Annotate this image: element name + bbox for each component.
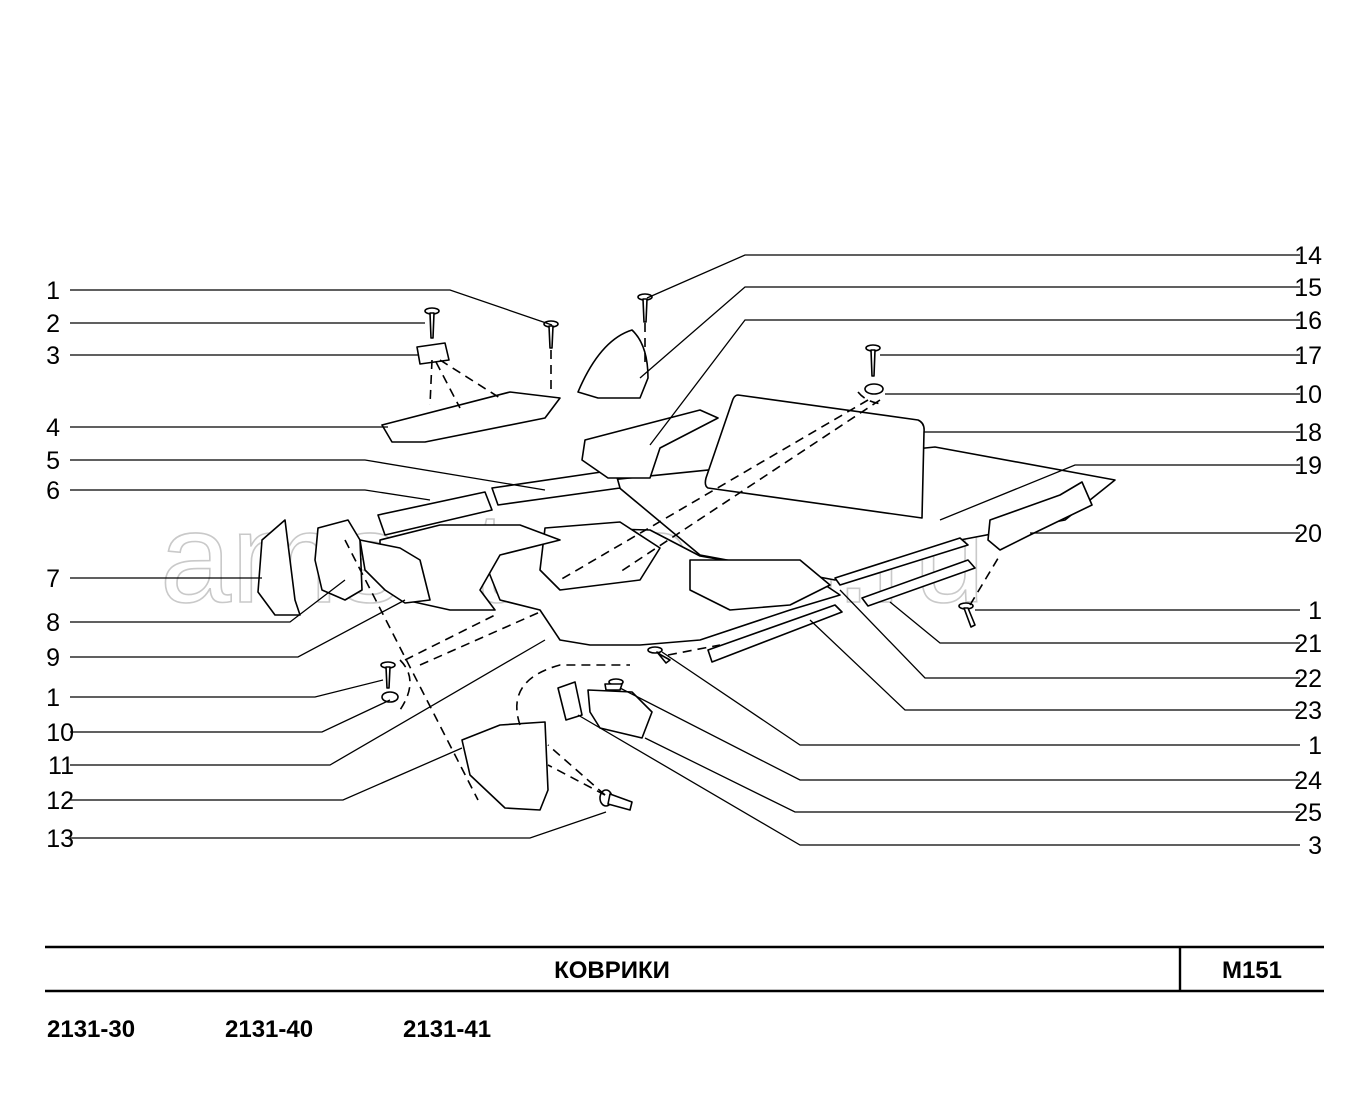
screw-1-center (647, 646, 671, 664)
sheet-code: M151 (1222, 957, 1282, 984)
clip-plate (416, 342, 450, 365)
callout-label: 3 (1308, 832, 1322, 860)
assembly-path-9 (404, 614, 496, 661)
screw-14 (637, 293, 653, 323)
callout-label: 21 (1294, 630, 1322, 658)
bolt-13 (599, 789, 633, 811)
screw-24 (604, 678, 624, 691)
door-sill-trim-right (861, 559, 976, 607)
right-wheel-arch-trim (987, 481, 1093, 551)
title-block: КОВРИКИ M151 2131-30 2131-40 2131-41 (45, 945, 1324, 1043)
model-code: 2131-40 (225, 1016, 313, 1043)
small-bracket (587, 689, 653, 739)
assembly-arc-2 (399, 659, 411, 711)
callout-label: 13 (46, 825, 74, 853)
console-bracket (381, 391, 561, 443)
callout-label: 1 (46, 277, 60, 305)
assembly-path-1 (429, 359, 433, 406)
callout-label: 25 (1294, 799, 1322, 827)
callout-label: 10 (1294, 381, 1322, 409)
assembly-arc-1 (516, 664, 630, 726)
callout-label: 1 (1308, 597, 1322, 625)
screw-17 (865, 344, 881, 377)
rear-sill-trim (834, 537, 969, 586)
callouts-left: 1 2 3 4 5 6 7 8 9 1 10 11 12 13 (46, 277, 74, 853)
rear-seat-back-panel (704, 394, 925, 519)
screw-1-top (543, 320, 559, 349)
callout-label: 6 (46, 477, 60, 505)
assembly-path-8 (344, 539, 479, 801)
drawing (257, 293, 1116, 811)
callout-label: 20 (1294, 520, 1322, 548)
left-floor-mat (359, 539, 431, 604)
left-kick-panel (314, 519, 363, 601)
callout-label: 16 (1294, 307, 1322, 335)
screw-1-right (958, 602, 976, 628)
assembly-arc-3 (857, 391, 883, 405)
pedal-bracket-cover (461, 721, 549, 811)
washer-10-right (864, 383, 884, 395)
callout-label: 22 (1294, 665, 1322, 693)
clip-lower (557, 681, 583, 721)
callout-label: 23 (1294, 697, 1322, 725)
assembly-path-10 (419, 611, 541, 666)
callout-label: 10 (46, 719, 74, 747)
callout-label: 1 (46, 684, 60, 712)
callout-label: 5 (46, 447, 60, 475)
firewall-mat-left (377, 491, 493, 536)
callouts-right: 14 15 16 17 10 18 19 20 1 21 22 23 1 24 … (1294, 242, 1322, 860)
assembly-path-11 (547, 744, 606, 796)
assembly-path-7 (619, 399, 881, 573)
callout-label: 9 (46, 644, 60, 672)
screw-2 (424, 307, 440, 339)
callout-label: 7 (46, 565, 60, 593)
door-sill-trim-front (707, 604, 843, 663)
callout-label: 3 (46, 342, 60, 370)
callout-label: 12 (46, 787, 74, 815)
firewall-mat-center (491, 469, 621, 506)
callout-label: 11 (48, 752, 74, 780)
washer-10-left (381, 691, 399, 703)
model-code: 2131-30 (47, 1016, 135, 1043)
assembly-path-2 (435, 361, 461, 409)
assembly-path-14 (667, 644, 721, 656)
leader-lines (70, 254, 1300, 846)
callout-label: 24 (1294, 767, 1322, 795)
callout-label: 14 (1294, 242, 1322, 270)
callout-label: 2 (46, 310, 60, 338)
assembly-path-13 (969, 554, 1001, 606)
callout-label: 1 (1308, 732, 1322, 760)
right-floor-section (689, 559, 831, 611)
callout-label: 19 (1294, 452, 1322, 480)
callout-label: 17 (1294, 342, 1322, 370)
callout-label: 15 (1294, 274, 1322, 302)
callout-label: 18 (1294, 419, 1322, 447)
sheet-title: КОВРИКИ (554, 957, 670, 984)
callout-label: 4 (46, 414, 60, 442)
assembly-path-3 (439, 359, 501, 399)
assembly-path-12 (547, 764, 606, 796)
tunnel-cover (577, 329, 649, 399)
screw-1-left (380, 661, 396, 689)
model-code: 2131-41 (403, 1016, 491, 1043)
callout-label: 8 (46, 609, 60, 637)
